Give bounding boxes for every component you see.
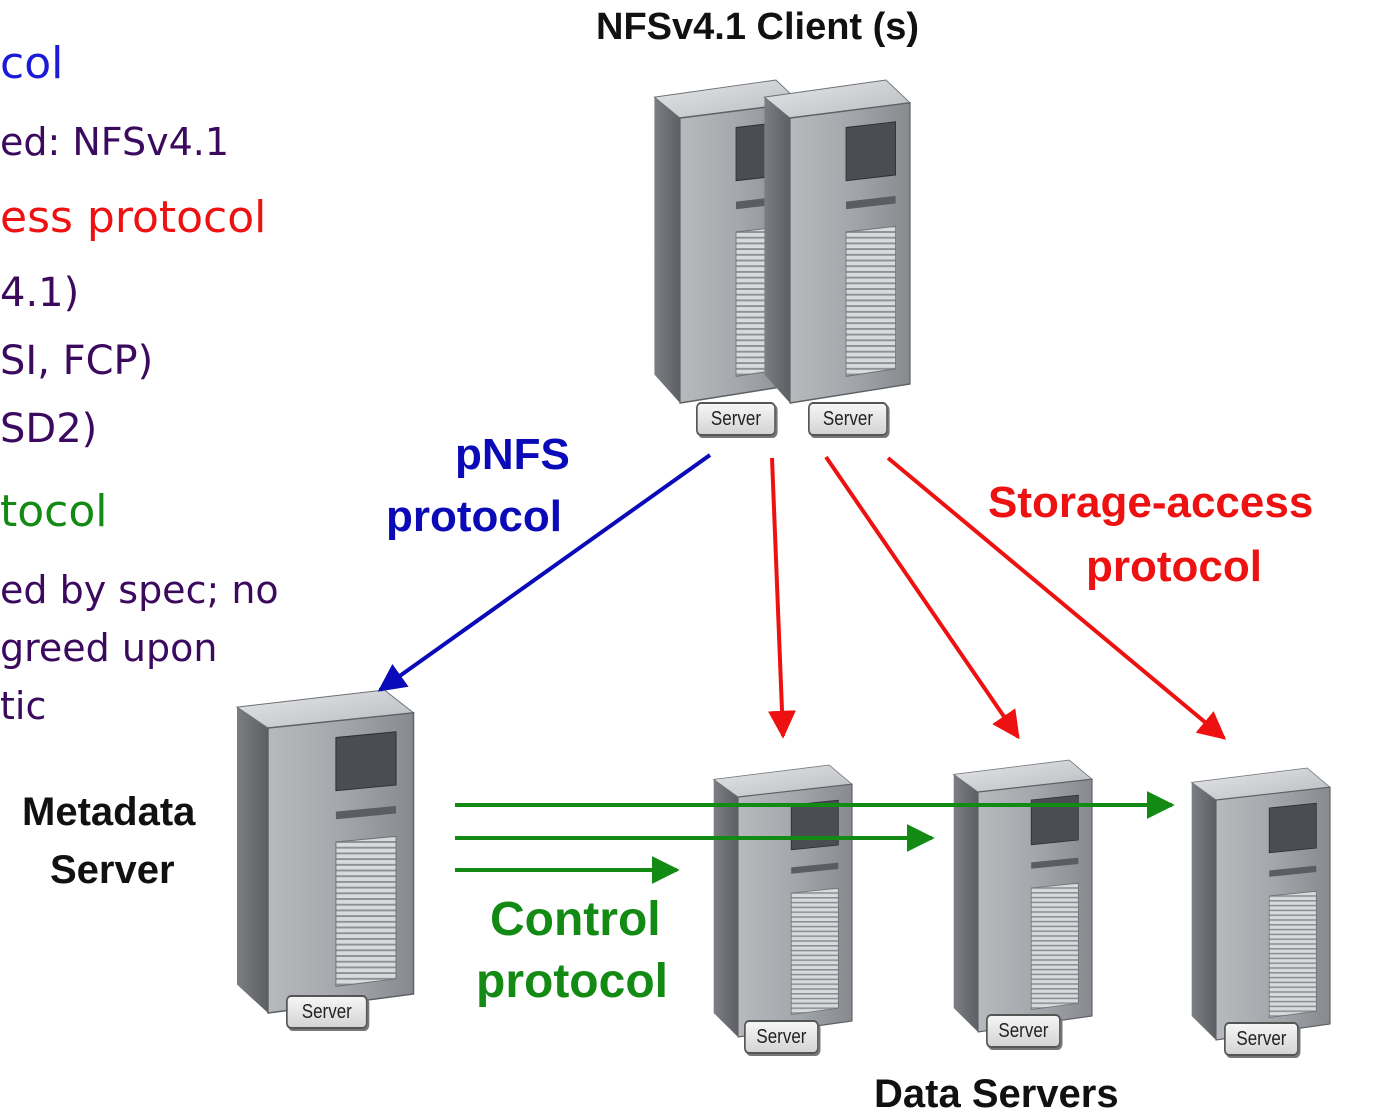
bullet-3: ess protocol — [0, 192, 267, 243]
bullet-7: tocol — [0, 486, 108, 537]
bullet-4: 4.1) — [0, 270, 80, 316]
pnfs-label-line2: protocol — [386, 492, 562, 541]
control-label-line1: Control — [490, 893, 661, 946]
metadata-label-line2: Server — [50, 848, 175, 892]
bullet-6: SD2) — [0, 406, 98, 452]
server-tag-data-3: Server — [1224, 1022, 1299, 1056]
bullet-2: ed: NFSv4.1 — [0, 120, 230, 164]
bullet-10: tic — [0, 684, 47, 728]
client-label: NFSv4.1 Client (s) — [596, 6, 920, 48]
bullet-9: greed upon — [0, 626, 218, 670]
storage-arrow-2 — [824, 455, 1020, 740]
metadata-server-icon — [236, 689, 415, 1014]
bullet-1: col — [0, 38, 64, 89]
data-servers-label: Data Servers — [874, 1072, 1119, 1116]
server-tag-client-1: Server — [696, 402, 776, 436]
storage-arrow-3 — [886, 456, 1227, 740]
server-tag-metadata: Server — [286, 995, 368, 1029]
storage-arrow-1 — [768, 457, 796, 739]
data-server-icon-3 — [1191, 767, 1331, 1041]
pnfs-label-line1: pNFS — [455, 430, 570, 479]
metadata-label-line1: Metadata — [22, 790, 196, 834]
bullet-5: SI, FCP) — [0, 338, 154, 384]
server-tag-data-2: Server — [986, 1014, 1061, 1048]
server-tag-client-2: Server — [808, 402, 888, 436]
pnfs-arrow — [377, 453, 712, 692]
storage-label-line1: Storage-access — [988, 478, 1314, 527]
client-server-icon-2 — [763, 79, 911, 404]
storage-label-line2: protocol — [1086, 542, 1262, 591]
data-server-icon-2 — [953, 759, 1093, 1033]
bullet-8: ed by spec; no — [0, 568, 279, 612]
control-label-line2: protocol — [476, 955, 668, 1008]
server-tag-data-1: Server — [744, 1020, 819, 1054]
